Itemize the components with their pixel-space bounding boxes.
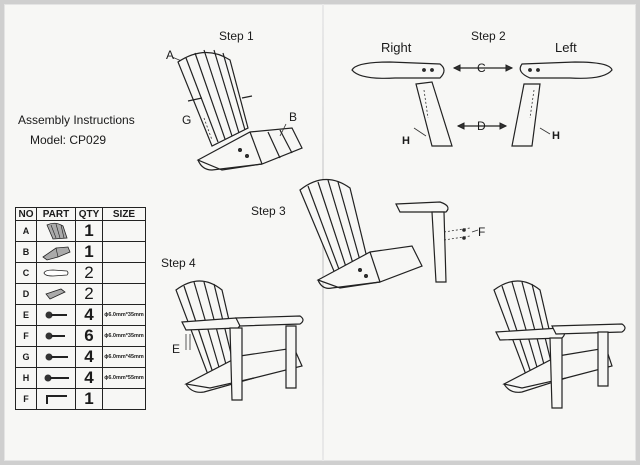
header-size: SIZE bbox=[102, 207, 146, 221]
step1-diagram bbox=[171, 49, 303, 171]
seat-icon bbox=[42, 246, 71, 261]
row-qty: 4 bbox=[75, 304, 103, 326]
row-size bbox=[102, 220, 146, 242]
table-row: G 4 ϕ6.0mm*45mm bbox=[15, 346, 146, 368]
row-size: ϕ6.0mm*35mm bbox=[102, 304, 146, 326]
row-part bbox=[36, 304, 76, 326]
armrest-icon bbox=[43, 269, 69, 277]
part-label-c: C bbox=[477, 61, 486, 75]
step4-diagram bbox=[175, 280, 304, 401]
row-size: ϕ6.0mm*35mm bbox=[102, 325, 146, 347]
bolt-icon bbox=[45, 311, 67, 319]
table-row: F 1 bbox=[15, 388, 146, 410]
table-row: B 1 bbox=[15, 241, 146, 263]
row-size bbox=[102, 388, 146, 410]
row-no: G bbox=[15, 346, 37, 368]
row-qty: 6 bbox=[75, 325, 103, 347]
row-part bbox=[36, 283, 76, 305]
row-size: ϕ6.0mm*45mm bbox=[102, 346, 146, 368]
step2-diagram bbox=[351, 61, 613, 147]
table-header-row: NO PART QTY SIZE bbox=[15, 207, 146, 221]
bolt-icon bbox=[44, 374, 69, 382]
step1-label: Step 1 bbox=[219, 29, 254, 43]
part-label-h-right: H bbox=[552, 130, 560, 142]
row-part bbox=[36, 220, 76, 242]
back-seat-icon bbox=[46, 222, 68, 240]
row-size bbox=[102, 241, 146, 263]
part-label-b: B bbox=[289, 110, 298, 124]
step3-label: Step 3 bbox=[251, 204, 286, 218]
row-no: E bbox=[15, 304, 37, 326]
row-part bbox=[36, 262, 76, 284]
row-part bbox=[36, 367, 76, 389]
right-armrest-label: Right bbox=[381, 40, 412, 55]
row-size: ϕ6.0mm*55mm bbox=[102, 367, 146, 389]
part-label-d: D bbox=[477, 119, 486, 133]
step3-diagram bbox=[299, 178, 479, 289]
row-qty: 2 bbox=[75, 283, 103, 305]
document-title: Assembly Instructions bbox=[18, 113, 135, 127]
row-qty: 1 bbox=[75, 388, 103, 410]
row-size bbox=[102, 262, 146, 284]
bolt-icon bbox=[45, 353, 68, 361]
row-part bbox=[36, 325, 76, 347]
parts-table: NO PART QTY SIZE A 1 B 1 C bbox=[15, 207, 146, 410]
table-row: E 4 ϕ6.0mm*35mm bbox=[15, 304, 146, 326]
table-row: H 4 ϕ6.0mm*55mm bbox=[15, 367, 146, 389]
row-qty: 1 bbox=[75, 241, 103, 263]
part-label-a: A bbox=[166, 48, 175, 62]
row-no: A bbox=[15, 220, 37, 242]
row-part bbox=[36, 388, 76, 410]
row-no: D bbox=[15, 283, 37, 305]
row-qty: 1 bbox=[75, 220, 103, 242]
table-row: A 1 bbox=[15, 220, 146, 242]
final-chair-diagram bbox=[493, 280, 626, 409]
left-armrest-label: Left bbox=[555, 40, 577, 55]
row-qty: 4 bbox=[75, 346, 103, 368]
row-no: B bbox=[15, 241, 37, 263]
row-no: F bbox=[15, 325, 37, 347]
header-part: PART bbox=[36, 207, 76, 221]
allen-key-icon bbox=[46, 395, 67, 404]
table-row: C 2 bbox=[15, 262, 146, 284]
part-label-e: E bbox=[172, 342, 181, 356]
row-qty: 4 bbox=[75, 367, 103, 389]
header-qty: QTY bbox=[75, 207, 103, 221]
part-label-h-left: H bbox=[402, 135, 410, 147]
leg-icon bbox=[45, 288, 66, 300]
model-number: Model: CP029 bbox=[30, 133, 107, 147]
row-part bbox=[36, 346, 76, 368]
table-row: F 6 ϕ6.0mm*35mm bbox=[15, 325, 146, 347]
row-part bbox=[36, 241, 76, 263]
row-no: H bbox=[15, 367, 37, 389]
part-label-g: G bbox=[182, 113, 192, 127]
row-no: C bbox=[15, 262, 37, 284]
header-no: NO bbox=[15, 207, 37, 221]
row-size bbox=[102, 283, 146, 305]
bolt-icon bbox=[45, 332, 65, 340]
step2-label: Step 2 bbox=[471, 29, 506, 43]
row-no: F bbox=[15, 388, 37, 410]
step4-label: Step 4 bbox=[161, 256, 196, 270]
table-row: D 2 bbox=[15, 283, 146, 305]
row-qty: 2 bbox=[75, 262, 103, 284]
part-label-f: F bbox=[478, 225, 486, 239]
